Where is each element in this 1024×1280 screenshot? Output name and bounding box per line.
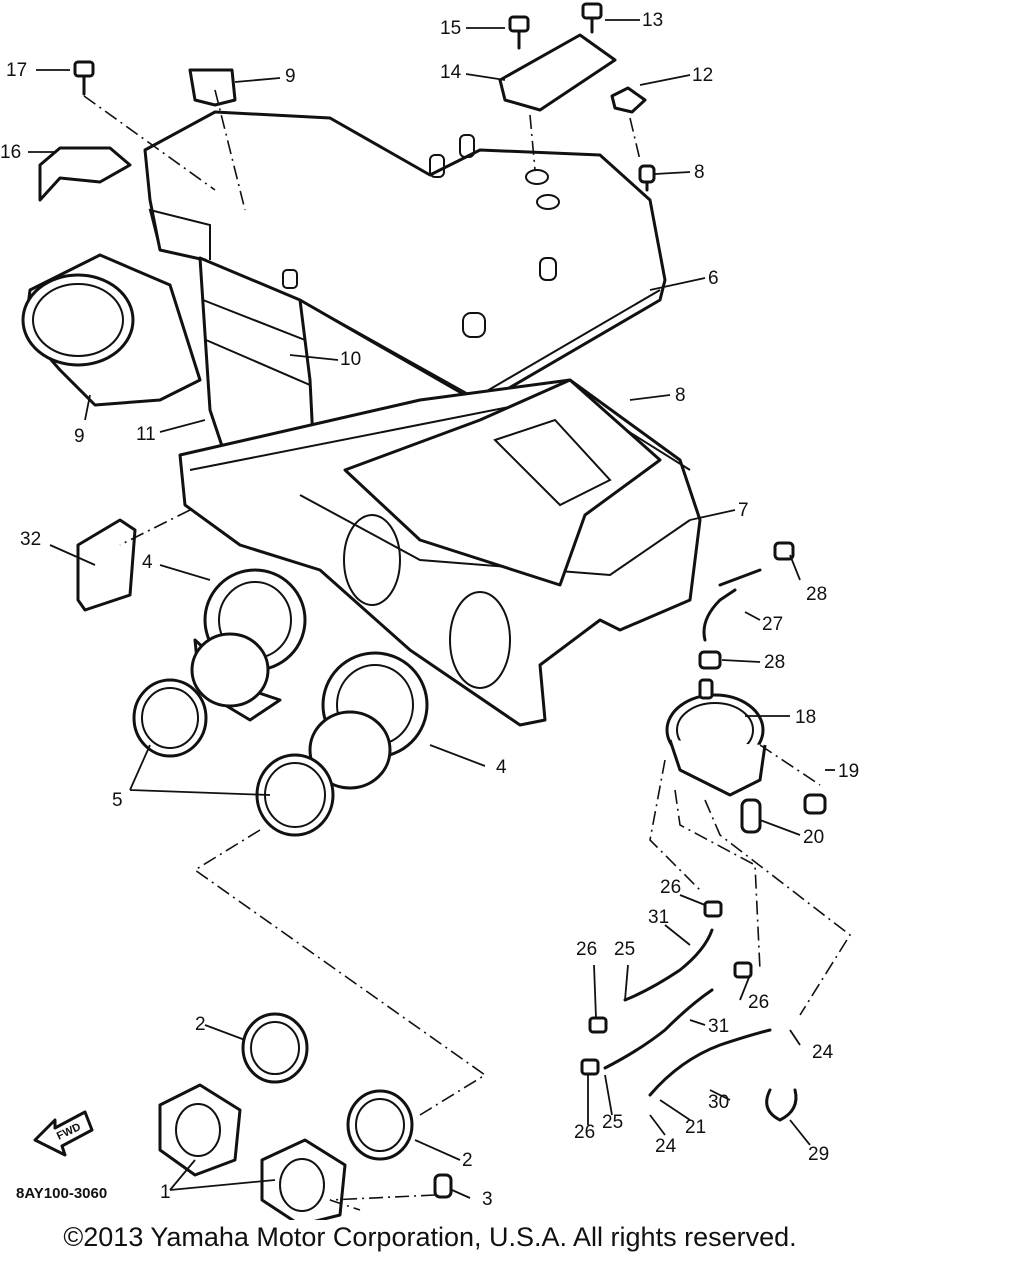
callout-26-c: 26 [748,992,769,1013]
callout-2-upper: 2 [195,1014,206,1035]
callout-18: 16 [0,142,21,163]
callout-27: 27 [762,614,783,635]
callout-10: 8 [694,162,705,183]
callout-29: 29 [808,1144,829,1165]
callout-26-a: 26 [660,877,681,898]
callout-31-b: 31 [708,1016,729,1037]
callout-5: 5 [112,790,123,811]
callout-15: 13 [642,10,663,31]
callout-1: 1 [160,1182,171,1203]
callout-20: 18 [795,707,816,728]
callout-2-lower: 2 [462,1150,473,1171]
callout-19: 17 [6,60,27,81]
callout-30: 30 [708,1092,729,1113]
callout-13: 11 [136,424,156,445]
forward-arrow-icon: FWD [33,1110,94,1157]
callout-12: 10 [340,349,361,370]
callout-25-a: 25 [614,939,635,960]
callout-32: 32 [20,529,41,550]
callout-28-upper: 28 [806,584,827,605]
callout-23: 21 [685,1117,706,1138]
callout-7: 7 [738,500,749,521]
callout-28-lower: 28 [764,652,785,673]
intake-duct [21,253,202,407]
callout-31-a: 31 [648,907,669,928]
leader-lines [28,19,835,1199]
exploded-parts-diagram: FWD 17 16 15 14 13 12 9 8 6 10 11 9 8 7 … [0,2,859,1220]
copyright-notice: ©2013 Yamaha Motor Corporation, U.S.A. A… [63,1222,797,1252]
callout-4-upper: 4 [142,552,153,573]
callout-6: 6 [708,268,719,289]
small-parts-top [38,2,656,612]
diagram-code: 8AY100-3060 [16,1185,107,1202]
alignment-lines [83,89,852,1211]
carburetor-joints [132,568,429,837]
fuel-pump [665,678,827,834]
callout-26-d: 26 [574,1122,595,1143]
callout-11: 9 [285,66,296,87]
callout-25-b: 25 [602,1112,623,1133]
callout-9: 9 [74,426,85,447]
callout-labels: 17 16 15 14 13 12 9 8 6 10 11 9 8 7 32 4… [0,10,859,1210]
intake-manifolds [158,1012,453,1220]
callout-24-a: 24 [812,1042,834,1063]
callout-22: 20 [803,827,824,848]
callout-16: 14 [440,62,462,83]
fuel-hoses [580,541,798,1122]
callout-4-lower: 4 [496,757,507,778]
air-cleaner-cover [143,110,667,407]
callout-26-b: 26 [576,939,597,960]
air-filter-case [178,378,702,727]
callout-17: 15 [440,18,461,39]
callout-21: 19 [838,761,859,782]
callout-3: 3 [482,1189,493,1210]
callout-24-b: 24 [655,1136,677,1157]
callout-8: 8 [675,385,686,406]
callout-14: 12 [692,65,713,86]
